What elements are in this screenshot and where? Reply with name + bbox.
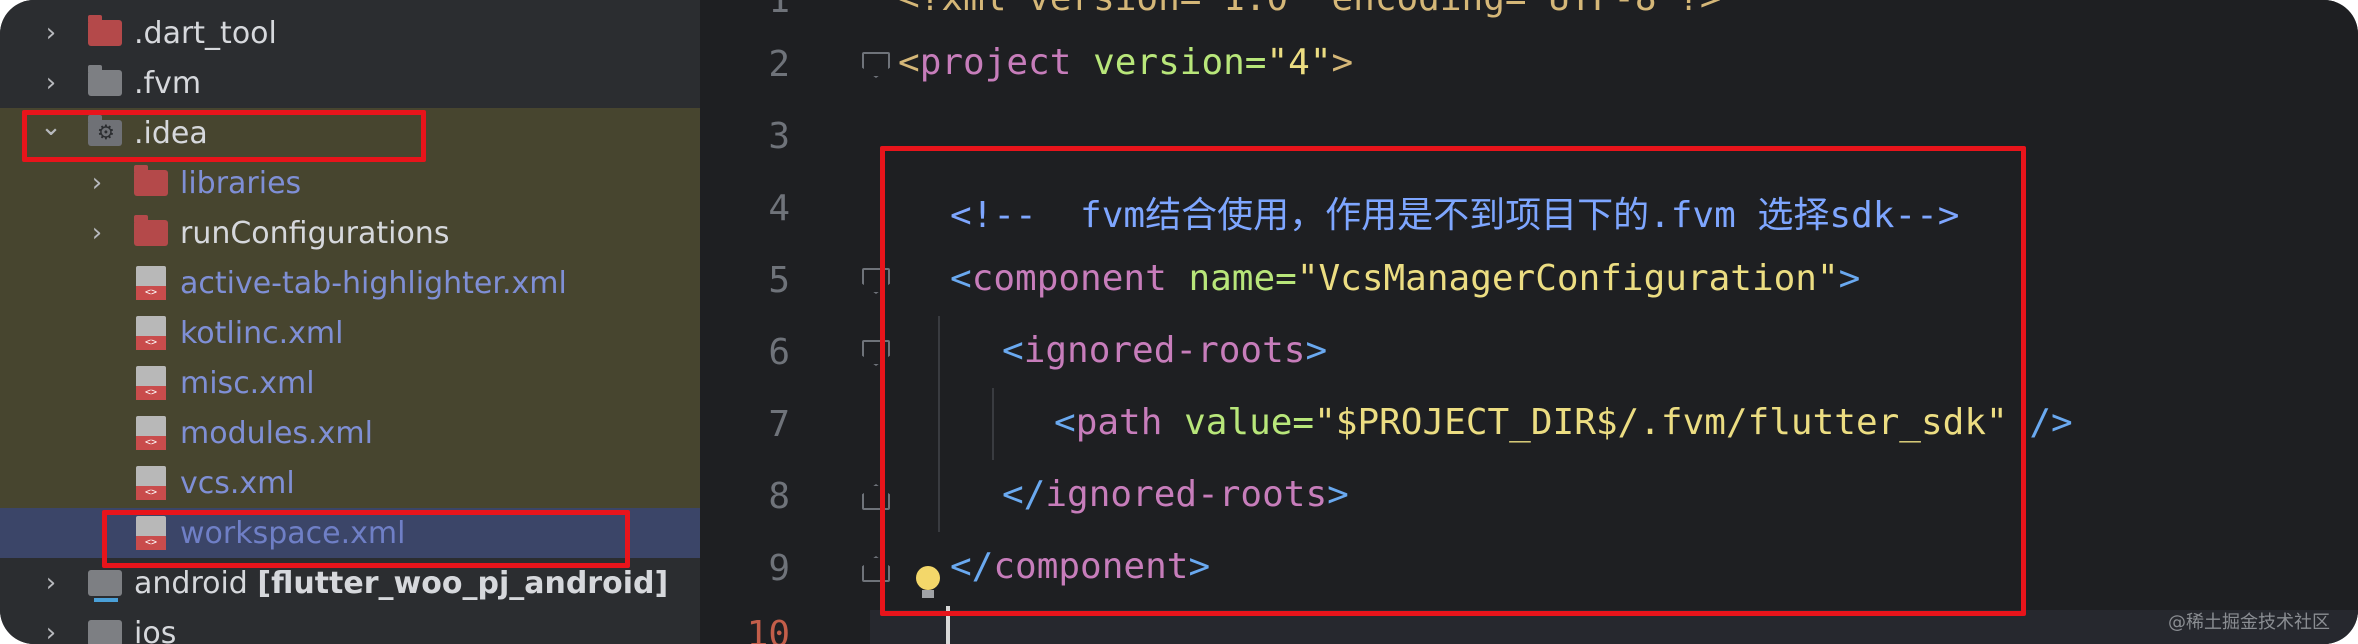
indent-guide (992, 388, 994, 460)
code-line-1: <?xml version="1.0" encoding="UTF-8"?> (898, 0, 1722, 19)
tree-item-dart-tool[interactable]: › .dart_tool (0, 8, 700, 58)
chevron-right-icon[interactable]: › (45, 568, 57, 598)
tree-item-active-tab-highlighter-xml[interactable]: <> active-tab-highlighter.xml (0, 258, 700, 308)
line-number: 1 (768, 0, 790, 21)
tree-item-run-configurations[interactable]: › runConfigurations (0, 208, 700, 258)
xml-file-icon: <> (136, 466, 166, 500)
chevron-right-icon[interactable]: › (91, 218, 103, 248)
xml-file-icon: <> (136, 366, 166, 400)
tree-item-label: runConfigurations (180, 216, 450, 251)
tree-item-kotlinc-xml[interactable]: <> kotlinc.xml (0, 308, 700, 358)
lightbulb-icon[interactable] (916, 566, 940, 602)
tree-item-label: active-tab-highlighter.xml (180, 266, 567, 301)
code-line-2: <project version="4"> (898, 42, 1354, 83)
folder-red-icon (88, 15, 122, 46)
code-line-4-comment: <!-- fvm结合使用，作用是不到项目下的.fvm 选择sdk--> (950, 195, 1960, 236)
xml-file-icon: <> (136, 516, 166, 550)
tree-item-label: ios (134, 616, 177, 644)
folder-red-icon (134, 215, 168, 246)
tree-item-label: misc.xml (180, 366, 315, 401)
tree-item-android[interactable]: › android [flutter_woo_pj_android] (0, 558, 700, 608)
tree-item-label: .dart_tool (134, 16, 277, 51)
module-name: [flutter_woo_pj_android] (257, 566, 669, 601)
line-number-gutter: 1 2 3 4 5 6 7 8 9 10 (700, 0, 870, 644)
chevron-right-icon[interactable]: › (45, 68, 57, 98)
fold-expand-icon[interactable] (862, 484, 890, 510)
tree-item-label: android [flutter_woo_pj_android] (134, 566, 669, 601)
annotation-box-idea (22, 110, 426, 162)
annotation-box-workspace (102, 510, 630, 568)
line-number: 2 (768, 44, 790, 85)
xml-file-icon: <> (136, 316, 166, 350)
tree-item-idea[interactable]: ⌄ ⚙ .idea (0, 108, 700, 158)
tree-item-label: kotlinc.xml (180, 316, 344, 351)
watermark: @稀土掘金技术社区 (2168, 612, 2330, 633)
tree-item-label: libraries (180, 166, 302, 201)
xml-file-icon: <> (136, 416, 166, 450)
code-line-5: <component name="VcsManagerConfiguration… (950, 258, 1861, 299)
tree-item-fvm[interactable]: › .fvm (0, 58, 700, 108)
gear-icon: ⚙ (97, 120, 115, 144)
tree-item-modules-xml[interactable]: <> modules.xml (0, 408, 700, 458)
fold-collapse-icon[interactable] (862, 52, 890, 78)
code-line-8: </ignored-roots> (1002, 474, 1349, 515)
module-folder-icon (88, 620, 122, 644)
chevron-down-icon[interactable]: ⌄ (40, 112, 62, 142)
folder-gray-icon (88, 65, 122, 96)
line-number: 10 (746, 614, 790, 644)
code-line-6: <ignored-roots> (1002, 330, 1328, 371)
project-tree-panel: › .dart_tool › .fvm ⌄ ⚙ .idea › librarie… (0, 0, 700, 644)
code-line-7: <path value="$PROJECT_DIR$/.fvm/flutter_… (1054, 402, 2073, 443)
tree-item-label: vcs.xml (180, 466, 295, 501)
line-number: 6 (768, 332, 790, 373)
tree-item-vcs-xml[interactable]: <> vcs.xml (0, 458, 700, 508)
fold-expand-icon[interactable] (862, 556, 890, 582)
line-number: 7 (768, 404, 790, 445)
line-number: 5 (768, 260, 790, 301)
chevron-right-icon[interactable]: › (45, 18, 57, 48)
tree-item-label: .idea (134, 116, 208, 151)
folder-red-icon (134, 165, 168, 196)
line-number: 8 (768, 476, 790, 517)
chevron-right-icon[interactable]: › (45, 618, 57, 644)
line-number: 4 (768, 188, 790, 229)
idea-folder-highlight (0, 108, 700, 558)
chevron-right-icon[interactable]: › (91, 168, 103, 198)
indent-guide (938, 316, 940, 532)
fold-collapse-icon[interactable] (862, 268, 890, 294)
fold-collapse-icon[interactable] (862, 340, 890, 366)
code-line-9: </component> (950, 546, 1211, 587)
folder-settings-icon: ⚙ (88, 115, 122, 146)
tree-item-ios[interactable]: › ios (0, 608, 700, 644)
line-number: 9 (768, 548, 790, 589)
module-folder-icon (88, 570, 122, 602)
text-caret (946, 606, 950, 644)
xml-file-icon: <> (136, 266, 166, 300)
tree-item-label: workspace.xml (180, 516, 406, 551)
line-number: 3 (768, 116, 790, 157)
tree-item-label: modules.xml (180, 416, 373, 451)
tree-item-libraries[interactable]: › libraries (0, 158, 700, 208)
annotation-box-code (880, 146, 2026, 616)
tree-item-workspace-xml[interactable]: <> workspace.xml (0, 508, 700, 558)
code-editor[interactable]: 1 2 3 4 5 6 7 8 9 10 <?xml version="1.0"… (700, 0, 2358, 644)
tree-item-label: .fvm (134, 66, 202, 101)
tree-item-misc-xml[interactable]: <> misc.xml (0, 358, 700, 408)
